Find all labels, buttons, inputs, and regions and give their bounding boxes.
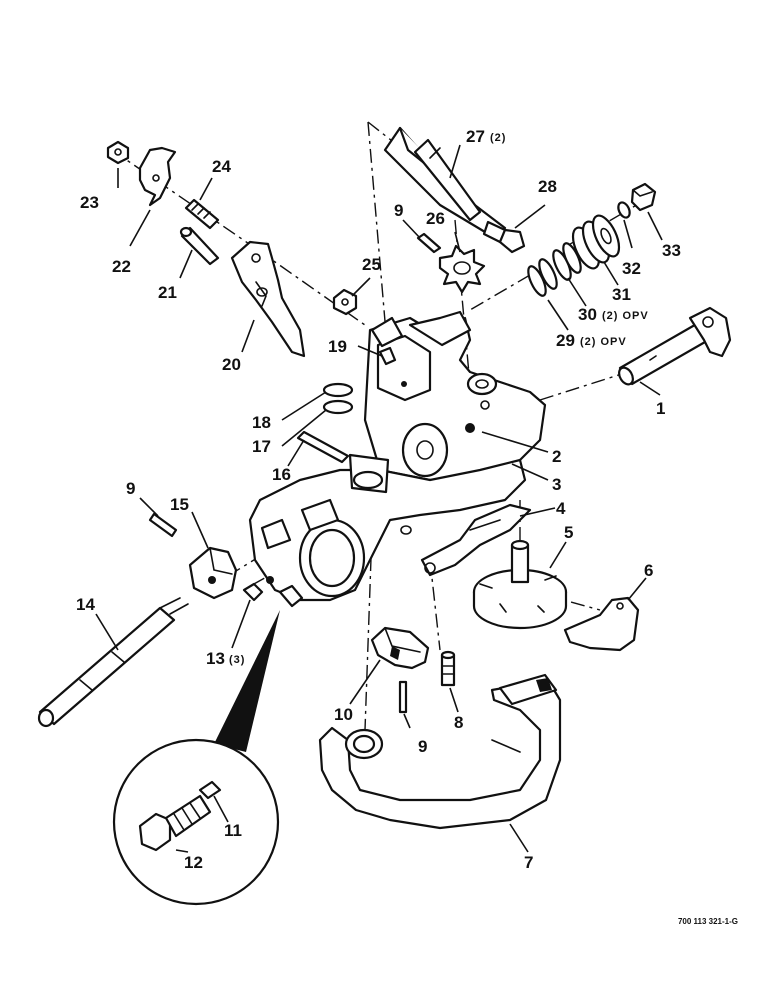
callout-5: 5 xyxy=(564,523,573,542)
figure-reference: 700 113 321-1-G xyxy=(678,917,738,926)
callout-27: 27 (2) xyxy=(466,127,506,146)
part-10-block xyxy=(370,626,430,670)
svg-text:(2) OPV: (2) OPV xyxy=(602,310,649,322)
callout-7: 7 xyxy=(524,853,533,872)
svg-text:(2): (2) xyxy=(490,132,506,144)
callout-30: 30 (2) OPV xyxy=(578,305,649,324)
svg-text:27: 27 xyxy=(466,127,485,146)
callout-2: 2 xyxy=(552,447,561,466)
callout-12: 12 xyxy=(184,853,203,872)
part-31-spring-washers xyxy=(571,214,621,270)
callout-29: 29 (2) OPV xyxy=(556,331,627,350)
part-9-pin-upper xyxy=(416,232,442,254)
part-6-cam xyxy=(563,596,640,652)
svg-text:29: 29 xyxy=(556,331,575,350)
part-4-plate xyxy=(420,503,532,577)
callout-14: 14 xyxy=(76,595,95,614)
svg-text:(3): (3) xyxy=(229,654,245,666)
callout-28: 28 xyxy=(538,177,557,196)
callout-31: 31 xyxy=(612,285,631,304)
callout-16: 16 xyxy=(272,465,291,484)
part-24-stud xyxy=(184,198,220,230)
part-8-bolt xyxy=(440,650,456,687)
callout-32: 32 xyxy=(622,259,641,278)
part-19-fitting xyxy=(378,346,407,387)
svg-text:13: 13 xyxy=(206,649,225,668)
part-16-pin xyxy=(296,430,350,464)
part-22-bracket xyxy=(138,146,177,207)
part-15-block xyxy=(188,546,238,600)
part-3-frame xyxy=(248,453,527,608)
part-20-arm xyxy=(230,240,306,358)
callout-9-upper: 9 xyxy=(394,201,403,220)
callout-10: 10 xyxy=(334,705,353,724)
callout-23: 23 xyxy=(80,193,99,212)
callout-labels: 1 2 3 4 5 6 7 8 9 9 9 10 11 12 13 (3) 14… xyxy=(76,127,681,872)
part-11-lock-washer xyxy=(198,780,222,800)
leader-lines xyxy=(95,144,663,853)
part-26-star-wheel xyxy=(438,244,486,294)
detail-inset xyxy=(112,610,280,906)
callout-20: 20 xyxy=(222,355,241,374)
callout-6: 6 xyxy=(644,561,653,580)
callout-22: 22 xyxy=(112,257,131,276)
part-28-bolt xyxy=(482,220,526,254)
part-13-screw xyxy=(242,582,264,602)
callout-8: 8 xyxy=(454,713,463,732)
callout-1: 1 xyxy=(656,399,665,418)
callout-25: 25 xyxy=(362,255,381,274)
svg-text:30: 30 xyxy=(578,305,597,324)
part-5-gear xyxy=(472,539,568,630)
part-27-wedge xyxy=(383,126,507,240)
callout-9-lower: 9 xyxy=(418,737,427,756)
part-14-shaft xyxy=(37,597,189,728)
callout-26: 26 xyxy=(426,209,445,228)
part-25-nut xyxy=(332,288,358,316)
part-32-washer xyxy=(617,201,631,219)
callout-15: 15 xyxy=(170,495,189,514)
part-23-nut xyxy=(106,140,130,165)
part-9-pin-lower xyxy=(398,680,408,714)
part-2-housing xyxy=(363,310,547,482)
part-21-pin xyxy=(179,226,220,266)
callout-13: 13 (3) xyxy=(206,649,245,668)
callout-19: 19 xyxy=(328,337,347,356)
callout-18: 18 xyxy=(252,413,271,432)
part-33-nut xyxy=(630,182,657,212)
callout-24: 24 xyxy=(212,157,231,176)
part-7-yoke xyxy=(318,673,562,830)
callout-11: 11 xyxy=(224,821,242,840)
callout-17: 17 xyxy=(252,437,271,456)
callout-9-left: 9 xyxy=(126,479,135,498)
part-17-washer xyxy=(322,399,354,415)
callout-3: 3 xyxy=(552,475,561,494)
part-30-washer xyxy=(552,242,582,281)
part-29-washer xyxy=(527,258,558,297)
svg-text:(2) OPV: (2) OPV xyxy=(580,336,627,348)
part-9-pin-left xyxy=(148,512,178,538)
callout-21: 21 xyxy=(158,283,177,302)
part-1-shaft xyxy=(618,306,732,386)
callout-4: 4 xyxy=(556,499,566,518)
part-12-bolt xyxy=(138,794,212,852)
callout-33: 33 xyxy=(662,241,681,260)
part-18-snap-ring xyxy=(322,382,354,398)
